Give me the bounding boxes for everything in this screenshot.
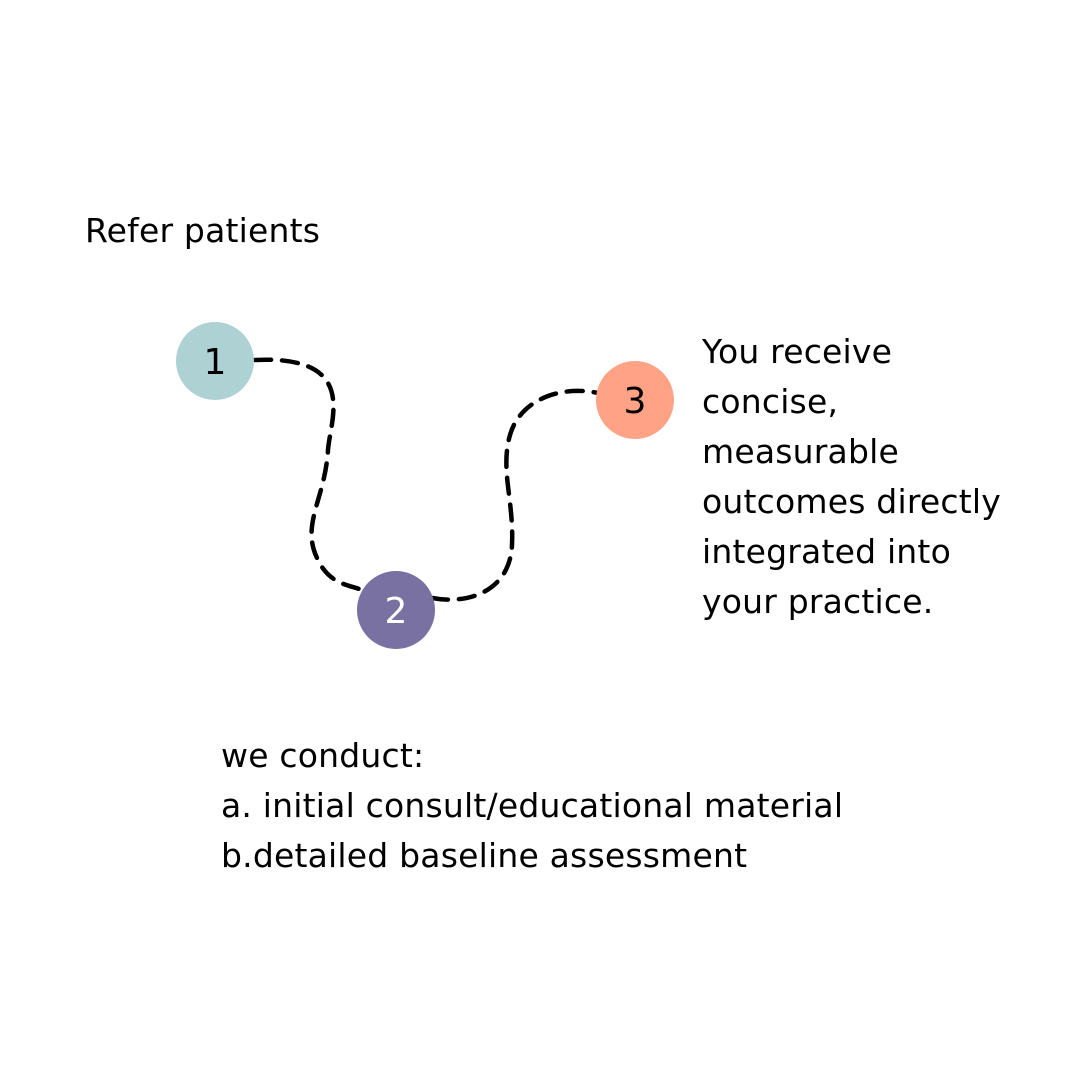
step-3-caption-line: outcomes directly bbox=[702, 482, 1001, 521]
step-2-caption-line: b.detailed baseline assessment bbox=[221, 836, 748, 875]
step-1-caption: Refer patients bbox=[85, 206, 320, 256]
step-3-caption-line: your practice. bbox=[702, 582, 934, 621]
connector-2-3 bbox=[429, 388, 601, 602]
step-3-caption-line: concise, bbox=[702, 382, 839, 421]
step-1-circle bbox=[176, 322, 254, 400]
connector-1-2 bbox=[252, 357, 365, 593]
step-3-caption-line: measurable bbox=[702, 432, 899, 471]
step-2-circle bbox=[357, 571, 435, 649]
step-2-caption-line: we conduct: bbox=[221, 736, 425, 775]
step-3-caption-line: You receive bbox=[702, 332, 893, 371]
step-1-marker: 1 bbox=[176, 322, 254, 400]
step-2-caption-line: a. initial consult/educational material bbox=[221, 786, 844, 825]
step-1-caption-line: Refer patients bbox=[85, 211, 321, 250]
step-3-caption-line: integrated into bbox=[702, 532, 951, 571]
step-2-number: 2 bbox=[385, 591, 408, 632]
step-3-caption: You receive concise, measurable outcomes… bbox=[702, 327, 1001, 627]
step-3-circle bbox=[596, 361, 674, 439]
step-3-number: 3 bbox=[624, 381, 647, 422]
step-1-number: 1 bbox=[204, 342, 227, 383]
step-2-caption: we conduct: a. initial consult/education… bbox=[221, 731, 843, 881]
step-3-marker: 3 bbox=[596, 361, 674, 439]
step-2-marker: 2 bbox=[357, 571, 435, 649]
